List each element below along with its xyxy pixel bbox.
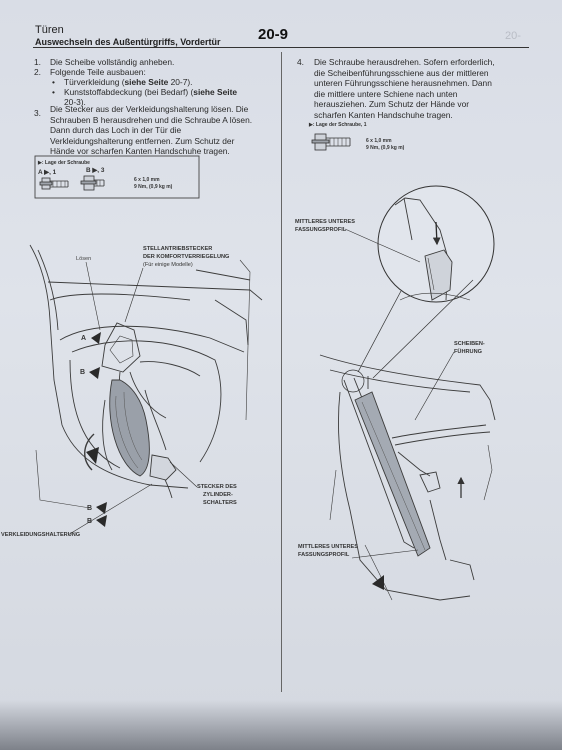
door-frame-drawing	[319, 292, 496, 601]
glass-run-callout-1: SCHEIBEN-	[454, 341, 485, 347]
glass-run-channel-shape	[354, 391, 431, 557]
glass-run-callout-2: FÜHRUNG	[454, 349, 482, 355]
cylinder-callout-line-3: SCHALTERS	[203, 500, 237, 506]
step-1-number: 1.	[34, 57, 41, 67]
right-leader-lines	[344, 228, 455, 559]
bullet-2: •	[52, 87, 55, 97]
step-3-line-4: Verkleidungshalterung entfernen. Zum Sch…	[50, 135, 235, 146]
screw-b-letter-lower-2: B	[87, 518, 93, 525]
cylinder-callout-line-2: ZYLINDER-	[203, 492, 233, 498]
loesen-callout: Lösen	[76, 256, 92, 262]
bolt-b-label: B ▶, 3	[86, 167, 105, 174]
show-through-page-number: 20-	[505, 30, 521, 42]
step-4-number: 4.	[297, 57, 304, 67]
header-rule	[33, 47, 529, 49]
page-bottom-shadow	[0, 700, 562, 750]
step-3-line-1: Die Stecker aus der Verkleidungshalterun…	[50, 104, 249, 114]
item-2-page-ref: siehe Seite	[193, 87, 238, 97]
screw-b-marker-upper	[89, 367, 100, 379]
left-leader-lines	[67, 261, 198, 536]
actuator-callout-line-1: STELLANTRIEBSTECKER	[143, 246, 213, 252]
item-2-page: 20-3).	[64, 97, 86, 107]
bullet-1: •	[52, 77, 55, 87]
step-2-item-1: Türverkleidung (siehe Seite 20-7).	[64, 77, 193, 87]
center-lower-channel-callout-top-2: FASSUNGSPROFIL	[295, 227, 347, 233]
left-bolt-torque: 9 Nm, (0,9 kg m)	[134, 184, 173, 190]
screw-b-letter-upper: B	[80, 369, 86, 376]
item-1-page-ref: siehe Seite	[124, 77, 169, 87]
step-3-line-2: Schrauben B herausdrehen und die Schraub…	[50, 114, 253, 125]
left-bolt-box	[34, 155, 200, 199]
actuator-callout-line-3: (Für einige Modelle)	[143, 262, 193, 268]
step-4-line-3: unteren Führungsschiene herausnehmen. Da…	[314, 78, 492, 88]
left-bolt-legend: ▶: Lage der Schraube	[38, 160, 90, 166]
section-subtitle: Auswechseln des Außentürgriffs, Vordertü…	[35, 37, 221, 47]
page-number: 20-9	[258, 26, 289, 43]
right-bolt-legend: ▶: Lage der Schraube, 1	[309, 122, 367, 128]
step-3-number: 3.	[34, 108, 41, 118]
step-4-line-6: scharfen Kanten Handschuhe tragen.	[314, 109, 453, 120]
screw-a-marker	[91, 332, 101, 344]
column-divider	[281, 52, 282, 692]
screw-b-letter-lower-1: B	[87, 505, 93, 512]
center-lower-channel-callout-bottom-2: FASSUNGSPROFIL	[298, 552, 350, 558]
center-lower-channel-callout-bottom-1: MITTLERES UNTERES	[298, 544, 358, 550]
step-4-line-5: herausziehen. Zum Schutz der Hände vor	[314, 99, 470, 109]
screw-a-letter: A	[81, 335, 87, 342]
trim-bracket-callout: VERKLEIDUNGSHALTERUNG	[1, 532, 81, 538]
actuator-callout-line-2: DER KOMFORTVERRIEGELUNG	[143, 254, 230, 260]
step-4-line-1: Die Schraube herausdrehen. Sofern erford…	[314, 57, 495, 67]
right-bolt-size: 6 x 1,0 mm	[366, 138, 392, 144]
bolt-b-icon	[80, 175, 105, 191]
cylinder-callout-line-1: STECKER DES	[197, 484, 237, 490]
right-bolt-icon	[311, 133, 351, 151]
item-1-text: Türverkleidung (	[64, 77, 125, 87]
item-1-page: 20-7).	[168, 77, 193, 87]
trim-bracket-shape	[109, 379, 150, 477]
item-2-text: Kunststoffabdeckung (bei Bedarf) (	[64, 87, 194, 97]
right-bolt-torque: 9 Nm, (0,9 kg m)	[366, 145, 405, 151]
step-4-line-4: die mittlere untere Schiene nach unten	[314, 88, 458, 99]
step-3-line-5: Hände vor scharfen Kanten Handschuhe tra…	[50, 146, 230, 156]
step-4-line-2: die Scheibenführungsschiene aus der mitt…	[314, 67, 489, 78]
step-3-line-3: Dann durch das Loch in der Tür die	[50, 125, 182, 135]
center-lower-channel-callout-top-1: MITTLERES UNTERES	[295, 219, 355, 225]
bolt-a-label: A ▶, 1	[38, 169, 57, 176]
detail-circle	[377, 185, 495, 303]
right-screw-marker	[372, 575, 384, 590]
screw-b-marker-lower	[96, 502, 107, 527]
step-1-text: Die Scheibe vollständig anheben.	[50, 57, 175, 67]
rotate-arrow-head	[86, 447, 99, 464]
step-2-text: Folgende Teile ausbauen:	[50, 67, 146, 77]
step-2-item-2: Kunststoffabdeckung (bei Bedarf) (siehe …	[64, 87, 264, 97]
bolt-a-icon	[39, 177, 69, 190]
left-bolt-size: 6 x 1,0 mm	[134, 177, 160, 183]
step-2-number: 2.	[34, 67, 41, 77]
section-title: Türen	[35, 24, 64, 36]
